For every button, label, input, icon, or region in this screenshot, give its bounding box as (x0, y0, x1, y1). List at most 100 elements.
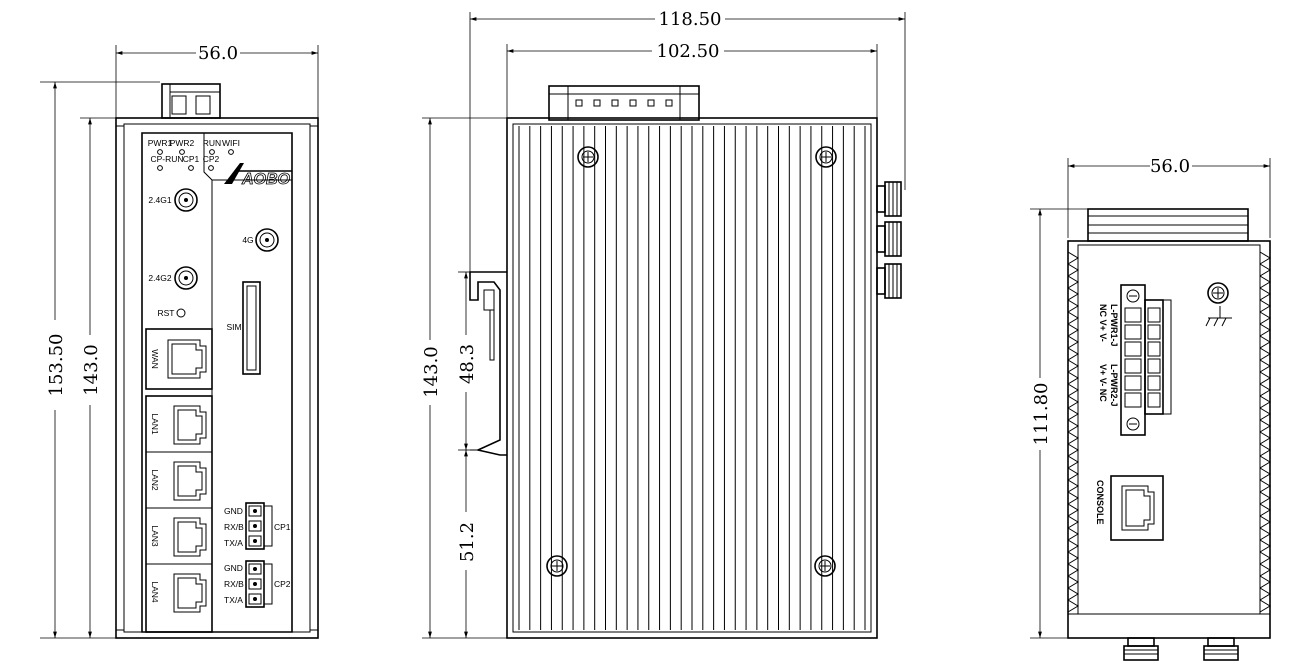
housing-ridge (1067, 539, 1079, 553)
cp1-label: CP1 (274, 522, 291, 532)
housing-ridge (1067, 503, 1079, 517)
housing-ridge (1067, 251, 1079, 265)
led-cp-run (157, 165, 163, 171)
housing-ridge (1259, 263, 1271, 277)
housing-ridge (1259, 407, 1271, 421)
housing-ridge (1067, 587, 1079, 601)
sim-label: SIM (226, 322, 241, 332)
side-view: 118.50 102.50 143.0 48.3 51.2 (421, 9, 906, 639)
housing-ridge (1067, 575, 1079, 589)
side-screw-top-left (577, 146, 599, 168)
housing-ridge (1067, 323, 1079, 337)
top-antenna-left (1123, 637, 1159, 661)
housing-ridge (1067, 395, 1079, 409)
top-depth-dimension: 111.80 (1030, 208, 1088, 639)
housing-ridge (1067, 383, 1079, 397)
ethernet-ports: WAN LAN1 LAN2 LAN3 LAN4 (145, 328, 213, 633)
port-lan2-label: LAN2 (150, 469, 160, 491)
top-depth-label: 111.80 (1031, 383, 1052, 446)
front-housing (115, 117, 319, 639)
housing-ridge (1067, 263, 1079, 277)
cp2-terminal: GND RX/B TX/A CP2 (224, 560, 291, 608)
reset-button (176, 308, 186, 318)
console-label: CONSOLE (1095, 480, 1105, 525)
side-screw-top-right (815, 146, 837, 168)
housing-ridge (1259, 431, 1271, 445)
din-clip-label: 48.3 (457, 344, 478, 384)
side-height-label: 143.0 (421, 346, 442, 398)
led-cp2 (208, 165, 214, 171)
housing-ridge (1067, 347, 1079, 361)
top-view: 56.0 111.80 (1030, 156, 1271, 661)
housing-ridge (1067, 527, 1079, 541)
housing-ridge (1259, 359, 1271, 373)
housing-ridge (1067, 275, 1079, 289)
port-lan1 (173, 405, 207, 445)
housing-ridge (1067, 407, 1079, 421)
housing-ridge (1259, 323, 1271, 337)
housing-ridge (1067, 599, 1079, 613)
power-terminal-block: NC V+ V- L-PWR1-J V+ V- NC L-PWR2-J (1098, 284, 1172, 436)
housing-ridge (1067, 335, 1079, 349)
antenna-4g: 4G (242, 228, 279, 252)
housing-ridge (1259, 491, 1271, 505)
housing-ridge (1067, 515, 1079, 529)
cp1-pin-gnd: GND (224, 506, 243, 516)
housing-ridge (1259, 395, 1271, 409)
housing-ridge (1067, 311, 1079, 325)
ground-icon (1205, 306, 1232, 327)
top-width-label: 56.0 (1150, 156, 1190, 177)
front-face (141, 132, 293, 633)
housing-ridge (1259, 335, 1271, 349)
console-port: CONSOLE (1095, 475, 1164, 541)
housing-ridge (1259, 539, 1271, 553)
terminal-top-pins: NC V+ V- (1098, 304, 1108, 342)
port-lan1-label: LAN1 (150, 413, 160, 435)
front-total-height-dimension: 153.50 (40, 81, 160, 639)
housing-ridge (1259, 587, 1271, 601)
housing-ridge (1259, 275, 1271, 289)
housing-ridge (1259, 311, 1271, 325)
housing-ridge (1067, 563, 1079, 577)
reset-label: RST (158, 308, 175, 318)
housing-ridge (1259, 515, 1271, 529)
antenna-2-4g2-label: 2.4G2 (148, 273, 171, 283)
led-pwr2 (179, 149, 185, 155)
antenna-2-4g2: 2.4G2 (148, 266, 198, 290)
housing-ridge (1259, 299, 1271, 313)
din-rail-clip (469, 271, 507, 456)
side-top-connector (548, 85, 700, 121)
housing-ridge (1259, 599, 1271, 613)
side-total-width-label: 118.50 (659, 9, 722, 30)
housing-ridge (1259, 383, 1271, 397)
led-label-cp2: CP2 (203, 154, 220, 164)
terminal-top-group: L-PWR1-J (1109, 304, 1119, 347)
port-lan4-label: LAN4 (150, 581, 160, 603)
brand-logo: AOBO (224, 163, 292, 188)
housing-ridge (1067, 551, 1079, 565)
led-pwr1 (157, 149, 163, 155)
housing-ridge (1067, 467, 1079, 481)
side-antenna-1 (876, 181, 902, 217)
port-wan (167, 339, 207, 379)
side-screw-bottom-right (814, 555, 836, 577)
front-width-dimension: 56.0 (115, 43, 319, 118)
led-label-run: RUN (203, 138, 221, 148)
housing-ridge (1067, 371, 1079, 385)
side-antenna-3 (876, 263, 902, 299)
top-antenna-right (1203, 637, 1239, 661)
side-screw-bottom-left (546, 555, 568, 577)
front-body-height-label: 143.0 (81, 344, 102, 396)
housing-ridge (1067, 431, 1079, 445)
din-bottom-label: 51.2 (457, 522, 478, 562)
led-wifi (228, 149, 234, 155)
led-label-pwr1: PWR1 (148, 138, 173, 148)
led-label-pwr2: PWR2 (170, 138, 195, 148)
led-indicators: PWR1 PWR2 RUN WIFI CP-RUN CP1 CP2 (148, 138, 240, 171)
top-housing (1067, 240, 1271, 639)
top-housing-ridges (1067, 251, 1271, 613)
terminal-bottom-group: L-PWR2-J (1109, 364, 1119, 407)
led-run (209, 149, 215, 155)
housing-ridge (1259, 503, 1271, 517)
logo-text: AOBO (241, 171, 291, 188)
